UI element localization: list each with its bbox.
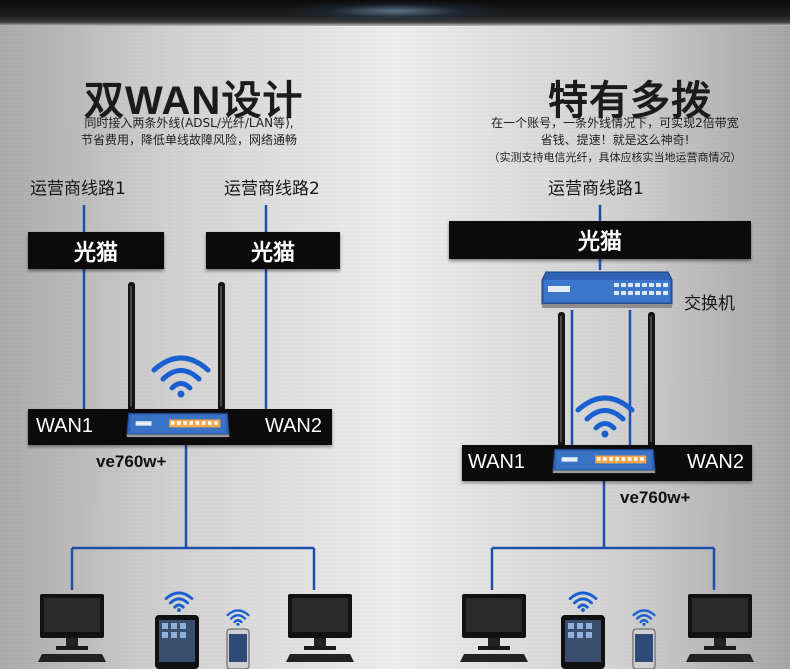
right-monitor2-icon [686,594,754,662]
right-router-antennas [558,312,655,450]
left-modem1-box: 光猫 [28,232,164,269]
right-monitor-icon [460,594,528,662]
left-modem2-box: 光猫 [206,232,340,269]
left-monitor2-icon [286,594,354,662]
right-wan2-label: WAN2 [686,451,744,473]
switch-label: 交换机 [684,294,735,314]
right-wifi-icon [575,395,635,438]
left-modem2-label: 光猫 [250,240,295,266]
right-tablet-icon [561,615,605,669]
right-line-label: 运营商线路1 [548,179,644,199]
left-wan1-label: WAN1 [36,415,94,437]
left-router-antennas [128,282,225,414]
left-desc-line1: 同时接入两条外线(ADSL/光纤/LAN等), [84,116,294,130]
right-router-icon [552,448,656,474]
right-phone-wifi-icon [632,609,656,626]
right-modem-label: 光猫 [577,230,622,255]
top-banner-bar [0,0,790,26]
left-monitor-icon [38,594,106,662]
left-desc-line2: 节省费用，降低单线故障风险，网络通畅 [80,133,297,147]
left-router-icon [126,412,230,438]
banner-glow [280,0,510,22]
right-modem-box: 光猫 [449,221,751,259]
left-tablet-wifi-icon [164,591,194,612]
right-tablet-wifi-icon [568,591,598,612]
left-line2-label: 运营商线路2 [224,179,320,199]
right-description: 在一个账号，一条外线情况下，可实现2倍带宽 省钱、提速！就是这么神奇! （实测支… [450,115,780,166]
left-wifi-icon [151,355,211,398]
left-line1-label: 运营商线路1 [30,179,126,199]
left-modem1-label: 光猫 [73,240,118,266]
left-wan2-label: WAN2 [264,415,322,437]
right-phone-icon [632,628,656,669]
left-tablet-icon [155,615,199,669]
right-desc-line3: （实测支持电信光纤，具体应核实当地运营商情况） [488,151,742,164]
left-description: 同时接入两条外线(ADSL/光纤/LAN等), 节省费用，降低单线故障风险，网络… [30,115,348,149]
switch-icon [541,271,673,308]
left-title: 双WAN设计 [84,79,304,123]
right-wan1-label: WAN1 [468,451,526,473]
right-desc-line2: 省钱、提速！就是这么神奇! [540,133,690,147]
left-model-label: ve760w+ [96,452,167,471]
left-phone-icon [226,628,250,669]
right-desc-line1: 在一个账号，一条外线情况下，可实现2倍带宽 [491,116,739,130]
right-model-label: ve760w+ [620,488,691,507]
right-title: 特有多拨 [548,79,712,123]
left-phone-wifi-icon [226,609,250,626]
